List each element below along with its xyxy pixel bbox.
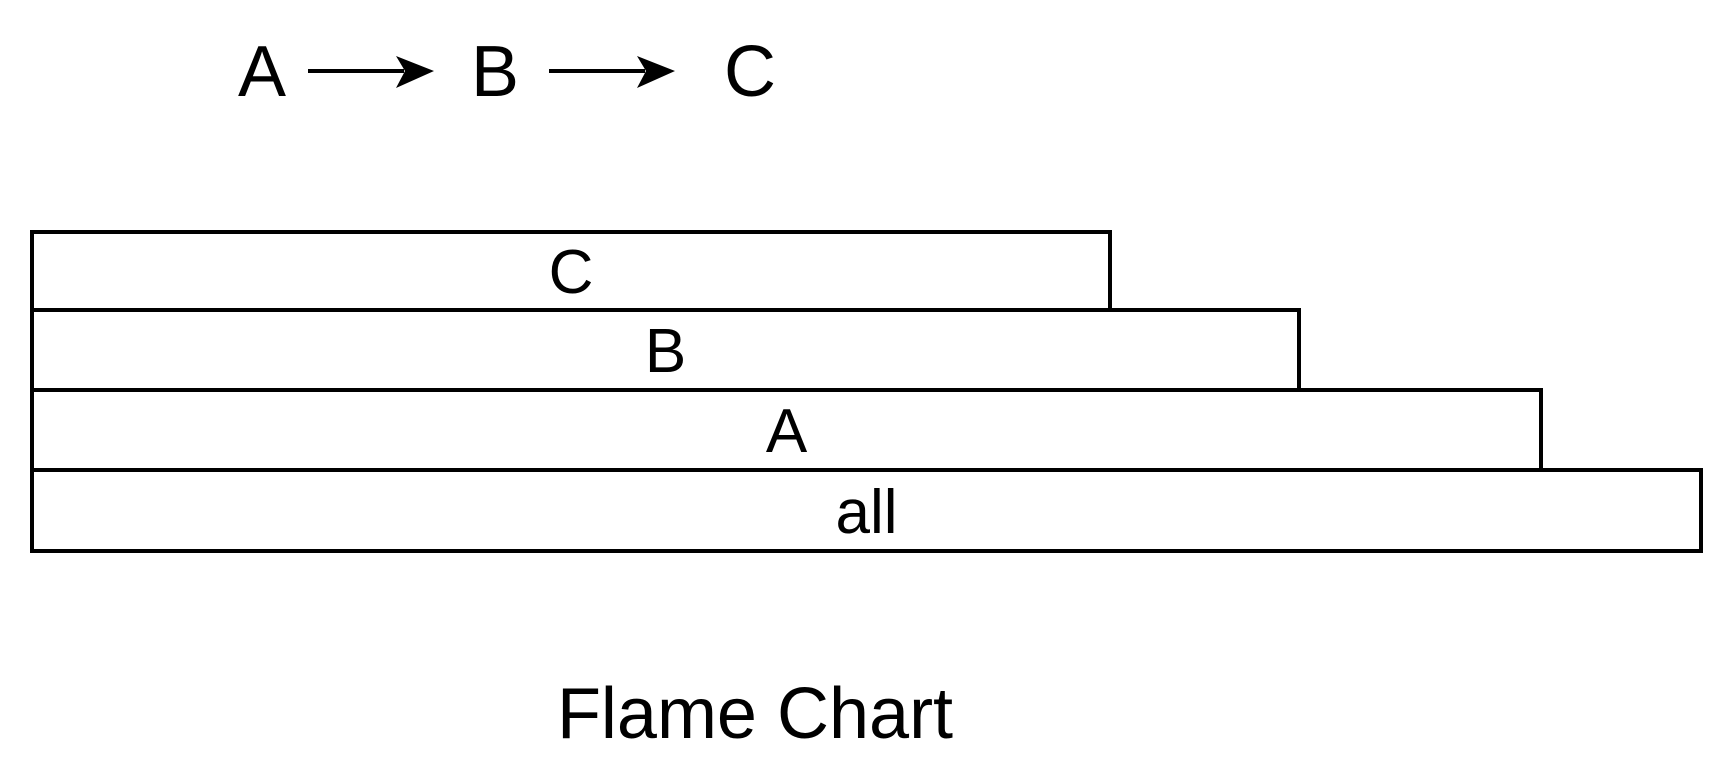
chart-title: Flame Chart	[556, 674, 954, 754]
flame-frame-label: A	[765, 397, 808, 466]
flame-frame-label: all	[835, 477, 898, 547]
call-chain-node-a: A	[237, 32, 287, 112]
call-chain-node-c: C	[724, 32, 776, 112]
flame-frame-b: B	[30, 308, 1301, 392]
right-arrow-icon	[549, 56, 675, 88]
flame-frame-label: C	[548, 238, 594, 307]
flame-frame-all: all	[30, 468, 1703, 553]
right-arrow-icon	[308, 56, 434, 88]
flame-frame-a: A	[30, 388, 1543, 472]
call-chain-node-b: B	[470, 32, 520, 112]
flame-frame-label: B	[644, 317, 687, 386]
flame-frame-c: C	[30, 230, 1112, 312]
